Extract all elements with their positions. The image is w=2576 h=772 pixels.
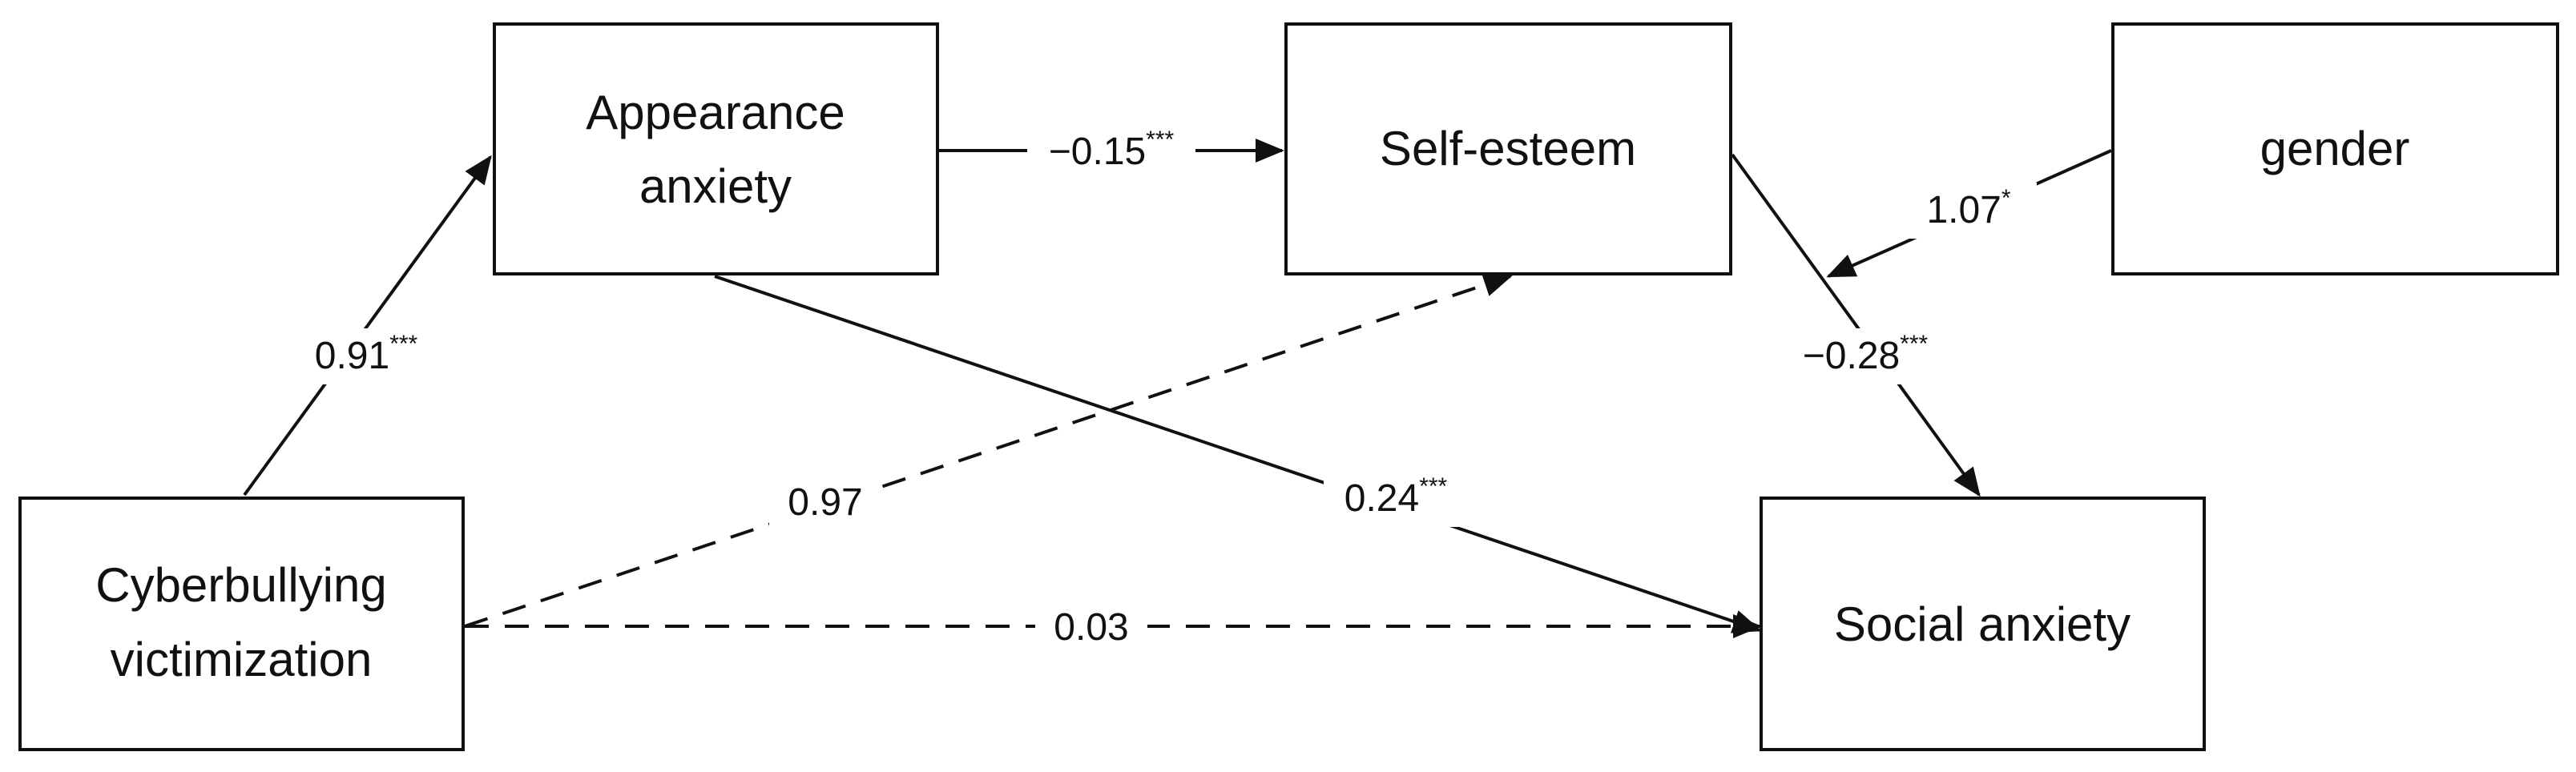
node-social-anxiety-label: Social anxiety [1834,597,2131,651]
node-gender: gender [2111,22,2559,275]
node-cyberbullying-victimization-line-1: Cyberbullying [95,558,387,612]
node-cyberbullying-victimization-line-2: victimization [111,633,373,686]
node-appearance-anxiety-line-1: Appearance [586,86,845,139]
edge-cyber-to-social: 0.03 [465,599,1762,655]
edge-label-selfesteem-to-social: −0.28*** [1803,331,1929,377]
edge-label-cyber-to-appearance: 0.91*** [315,331,418,377]
edge-label-cyber-to-social: 0.03 [1054,606,1128,649]
edge-label-cyber-to-selfesteem: 0.97 [788,481,862,524]
node-gender-label: gender [2260,122,2410,175]
node-social-anxiety: Social anxiety [1760,497,2206,751]
node-appearance-anxiety-line-2: anxiety [639,159,792,213]
edge-selfesteem-to-social: −0.28*** [1731,153,1981,497]
node-appearance-anxiety: Appearance anxiety [493,22,939,275]
edge-label-gender-moderation: 1.07* [1926,185,2010,231]
edge-cyber-to-appearance: 0.91*** [243,155,492,497]
node-self-esteem: Self-esteem [1284,22,1732,275]
edge-appearance-to-selfesteem: −0.15*** [939,123,1284,179]
edge-label-appearance-to-selfesteem: −0.15*** [1049,127,1175,173]
edge-label-appearance-to-social: 0.24*** [1344,473,1448,520]
edge-cyber-to-selfesteem: 0.97 [464,273,1513,628]
edge-gender-moderation: 1.07* [1826,149,2112,278]
node-self-esteem-label: Self-esteem [1380,122,1636,175]
edge-appearance-to-social: 0.24*** [714,275,1762,633]
node-cyberbullying-victimization: Cyberbullying victimization [18,497,465,751]
